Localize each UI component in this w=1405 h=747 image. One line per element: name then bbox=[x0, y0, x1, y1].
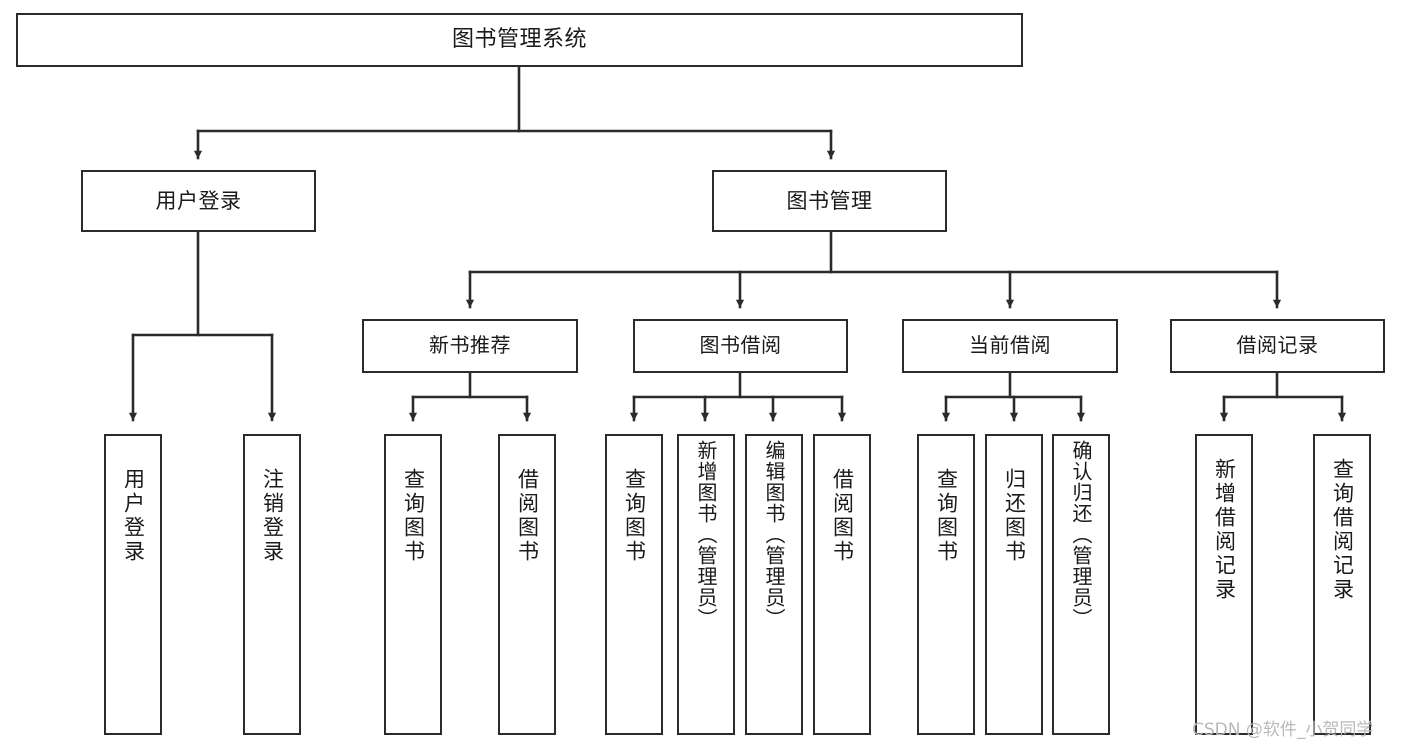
node-label: 用户登录 bbox=[155, 188, 242, 213]
node-label: 新书推荐 bbox=[429, 333, 511, 358]
node-label: 归还图书 bbox=[1002, 468, 1027, 564]
node-label: 当前借阅 bbox=[969, 333, 1051, 358]
node-label: 图书管理 bbox=[786, 188, 873, 213]
leaf-user-login[interactable]: 用户登录 bbox=[104, 434, 162, 735]
node-label: 编辑图书（管理员） bbox=[762, 440, 786, 629]
node-label: 新增借阅记录 bbox=[1212, 458, 1237, 602]
leaf-borrow-book[interactable]: 借阅图书 bbox=[813, 434, 871, 735]
node-current-borrow[interactable]: 当前借阅 bbox=[902, 319, 1118, 373]
leaf-return-book[interactable]: 归还图书 bbox=[985, 434, 1043, 735]
leaf-query-book-recommend[interactable]: 查询图书 bbox=[384, 434, 442, 735]
node-user-login[interactable]: 用户登录 bbox=[81, 170, 316, 232]
node-label: 注销登录 bbox=[260, 468, 285, 564]
node-label: 用户登录 bbox=[121, 468, 146, 564]
node-label: 新增图书（管理员） bbox=[694, 440, 718, 629]
node-root-book-management-system[interactable]: 图书管理系统 bbox=[16, 13, 1023, 67]
leaf-confirm-return-admin[interactable]: 确认归还（管理员） bbox=[1052, 434, 1110, 735]
node-label: 借阅图书 bbox=[830, 468, 855, 564]
leaf-add-book-admin[interactable]: 新增图书（管理员） bbox=[677, 434, 735, 735]
node-label: 借阅图书 bbox=[515, 468, 540, 564]
node-label: 借阅记录 bbox=[1236, 333, 1319, 358]
node-label: 查询借阅记录 bbox=[1330, 458, 1355, 602]
node-label: 图书管理系统 bbox=[451, 27, 587, 53]
csdn-watermark: CSDN @软件_小贺同学 bbox=[1192, 720, 1374, 740]
node-book-management[interactable]: 图书管理 bbox=[712, 170, 947, 232]
node-label: 查询图书 bbox=[934, 468, 959, 564]
leaf-query-book-borrow[interactable]: 查询图书 bbox=[605, 434, 663, 735]
node-label: 查询图书 bbox=[622, 468, 647, 564]
node-new-book-recommend[interactable]: 新书推荐 bbox=[362, 319, 578, 373]
leaf-query-book-current[interactable]: 查询图书 bbox=[917, 434, 975, 735]
leaf-query-borrow-record[interactable]: 查询借阅记录 bbox=[1313, 434, 1371, 735]
node-book-borrow[interactable]: 图书借阅 bbox=[633, 319, 848, 373]
node-label: 图书借阅 bbox=[699, 333, 782, 358]
leaf-edit-book-admin[interactable]: 编辑图书（管理员） bbox=[745, 434, 803, 735]
leaf-add-borrow-record[interactable]: 新增借阅记录 bbox=[1195, 434, 1253, 735]
node-label: 查询图书 bbox=[401, 468, 426, 564]
leaf-borrow-book-recommend[interactable]: 借阅图书 bbox=[498, 434, 556, 735]
leaf-logout[interactable]: 注销登录 bbox=[243, 434, 301, 735]
node-label: 确认归还（管理员） bbox=[1069, 440, 1093, 629]
node-borrow-record[interactable]: 借阅记录 bbox=[1170, 319, 1385, 373]
